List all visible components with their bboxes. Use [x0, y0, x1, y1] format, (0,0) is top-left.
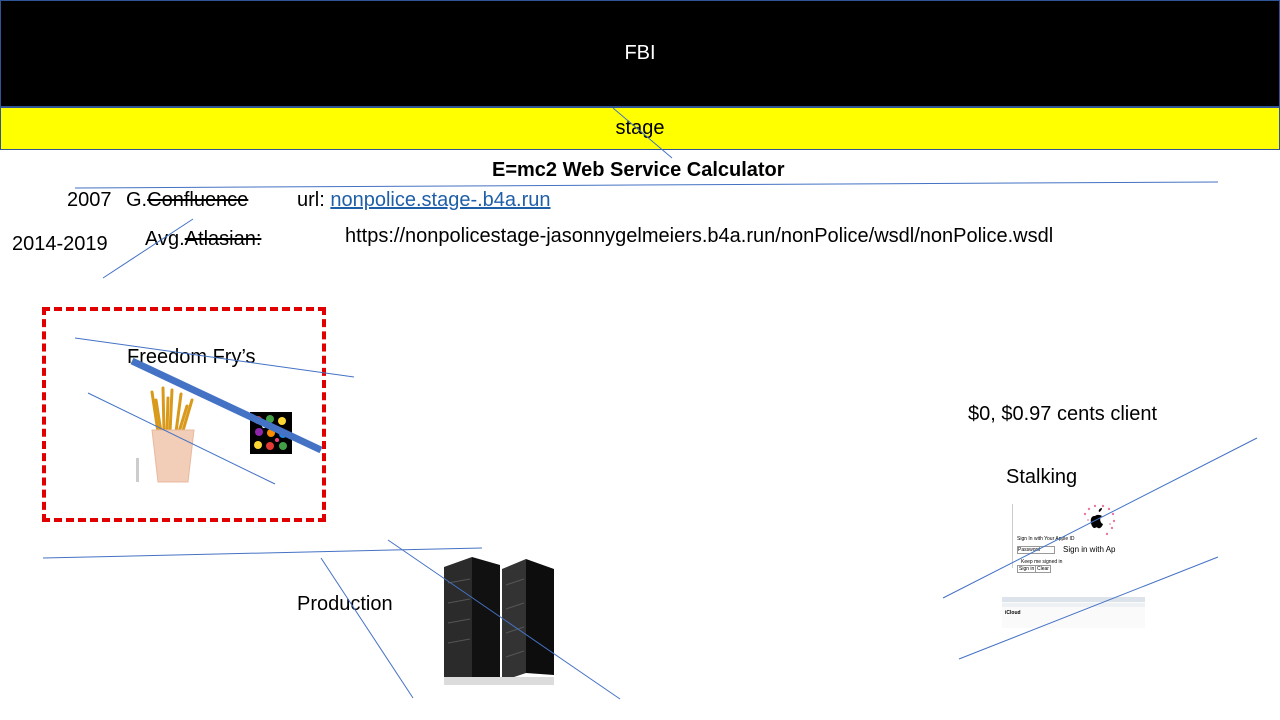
url-link[interactable]: nonpolice.stage-.b4a.run: [330, 189, 551, 211]
production-label: Production: [297, 593, 393, 615]
signin-title: Sign In with Your Apple ID: [1017, 536, 1075, 542]
browser-address-bar: [1002, 603, 1145, 607]
password-field[interactable]: Password: [1017, 546, 1055, 554]
server-icon: [444, 557, 554, 685]
tool-prefix-g: G.: [126, 189, 148, 211]
password-placeholder: Password: [1018, 547, 1040, 553]
line-under-title: [74, 181, 1219, 189]
url-line: url: nonpolice.stage-.b4a.run: [297, 190, 551, 210]
candy-icon: [250, 412, 292, 454]
stage-label: stage: [615, 117, 665, 139]
client-price-text: $0, $0.97 cents client: [968, 403, 1158, 425]
wsdl-url: https://nonpolicestage-jasonnygelmeiers.…: [345, 225, 1054, 247]
line-production-horizontal: [42, 547, 483, 559]
years-2014-2019: 2014-2019: [12, 233, 108, 255]
url-label: url:: [297, 189, 325, 211]
tool-confluence: G.Confluence: [126, 190, 248, 210]
fries-label: Freedom Fry’s: [127, 346, 256, 368]
signin-thumbnail: Sign In with Your Apple ID Sign in with …: [1005, 504, 1120, 573]
line-production-diagonal: [320, 557, 414, 699]
tool-atlasian-struck: Atlasian:: [184, 228, 262, 250]
page-title: E=mc2 Web Service Calculator: [492, 159, 785, 181]
icloud-thumbnail: iCloud: [1002, 597, 1145, 628]
tool-prefix-avg: Avg.: [145, 228, 185, 250]
tool-atlasian: Avg.Atlasian:: [145, 229, 261, 249]
stage-bar: stage: [0, 107, 1280, 150]
signin-divider: [1012, 504, 1013, 568]
stalking-label: Stalking: [1006, 466, 1078, 488]
fries-icon: [136, 386, 195, 483]
apple-icon: [1083, 504, 1116, 536]
fries-dashed-box: [42, 307, 326, 522]
sign-in-button[interactable]: Sign in: [1017, 565, 1037, 573]
tool-confluence-struck: Confluence: [147, 189, 249, 211]
header-title: FBI: [624, 42, 656, 64]
header-bar: FBI: [0, 0, 1280, 107]
signin-apple-text: Sign in with Ap: [1063, 545, 1116, 554]
browser-tabs: [1002, 597, 1145, 602]
year-2007: 2007: [67, 189, 112, 211]
icloud-label: iCloud: [1005, 610, 1021, 616]
clear-button[interactable]: Clear: [1035, 565, 1051, 573]
